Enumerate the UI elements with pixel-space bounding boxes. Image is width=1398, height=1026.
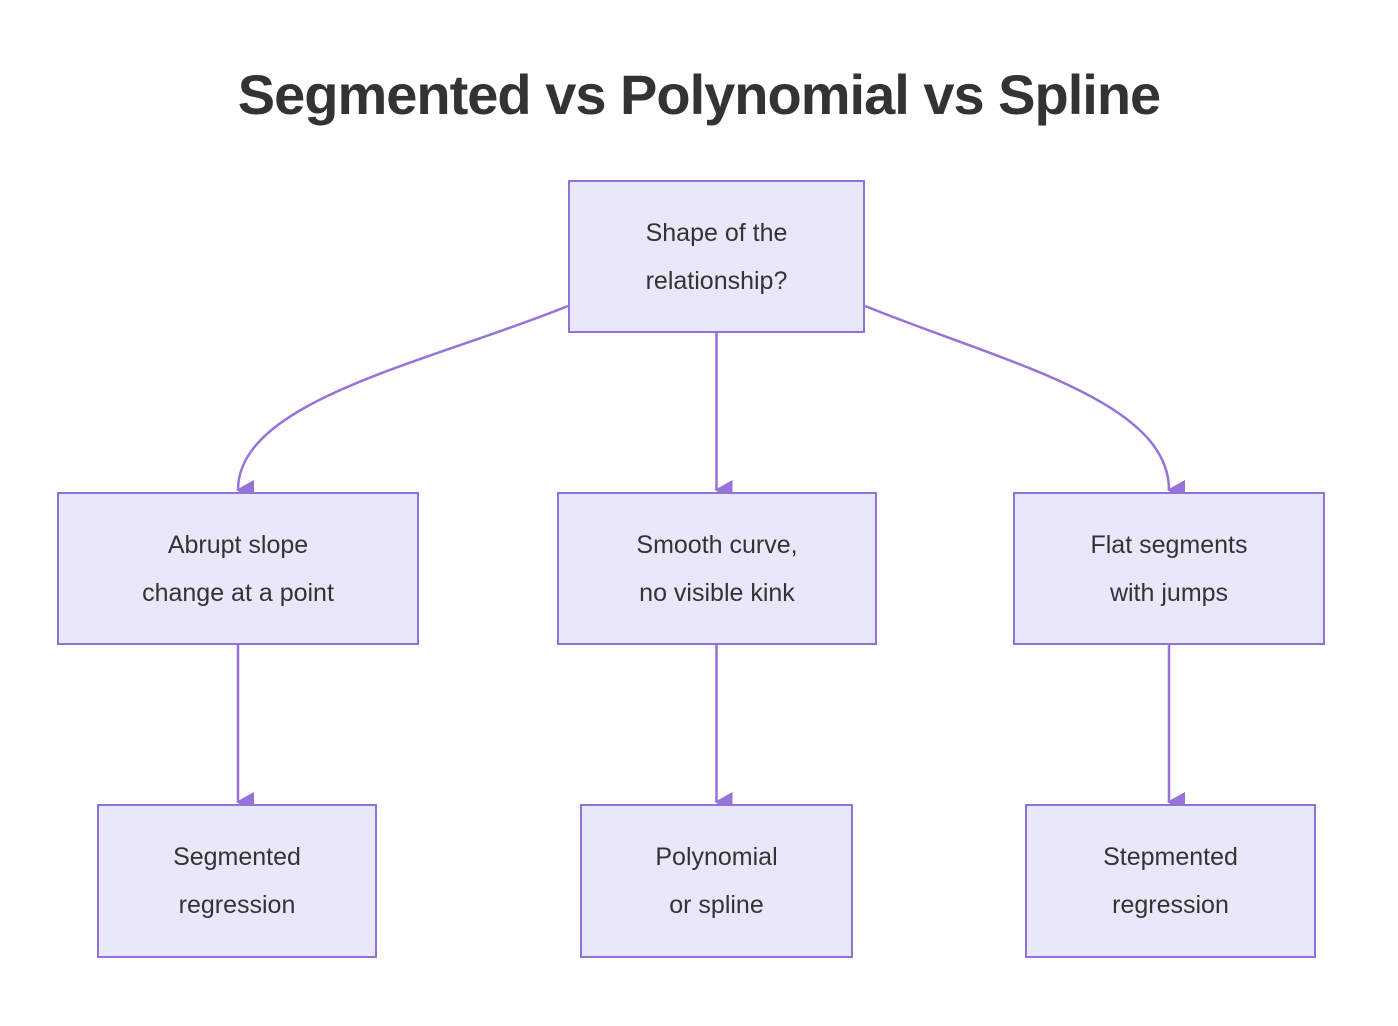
node-label-line: Polynomial [655, 843, 778, 871]
node-abrupt-slope-change: Abrupt slope change at a point [57, 492, 419, 645]
edge-root-to-flat [864, 304, 1186, 500]
node-label-line: with jumps [1109, 578, 1229, 607]
diagram-title: Segmented vs Polynomial vs Spline [237, 63, 1161, 126]
node-shape-of-relationship: Shape of the relationship? [568, 180, 865, 333]
node-label-line: or spline [669, 891, 764, 919]
node-label-line: Smooth curve, [636, 530, 798, 559]
node-label-line: no visible kink [639, 578, 795, 607]
node-label-line: Shape of the [645, 218, 788, 247]
node-smooth-curve: Smooth curve, no visible kink [557, 492, 877, 645]
node-label-line: Abrupt slope [167, 530, 309, 559]
node-label-line: change at a point [142, 578, 334, 607]
node-stepmented-regression: Stepmented regression [1025, 804, 1316, 958]
node-label-line: Stepmented [1103, 843, 1238, 871]
node-label-line: regression [1112, 891, 1229, 919]
node-label-line: regression [178, 891, 296, 919]
edge-root-to-abrupt [236, 304, 569, 501]
node-label-line: Flat segments [1090, 530, 1248, 559]
node-label-line: Segmented [173, 843, 301, 871]
node-segmented-regression: Segmented regression [97, 804, 377, 958]
node-polynomial-or-spline: Polynomial or spline [580, 804, 853, 958]
node-label-line: relationship? [645, 266, 788, 295]
node-flat-segments: Flat segments with jumps [1013, 492, 1325, 645]
